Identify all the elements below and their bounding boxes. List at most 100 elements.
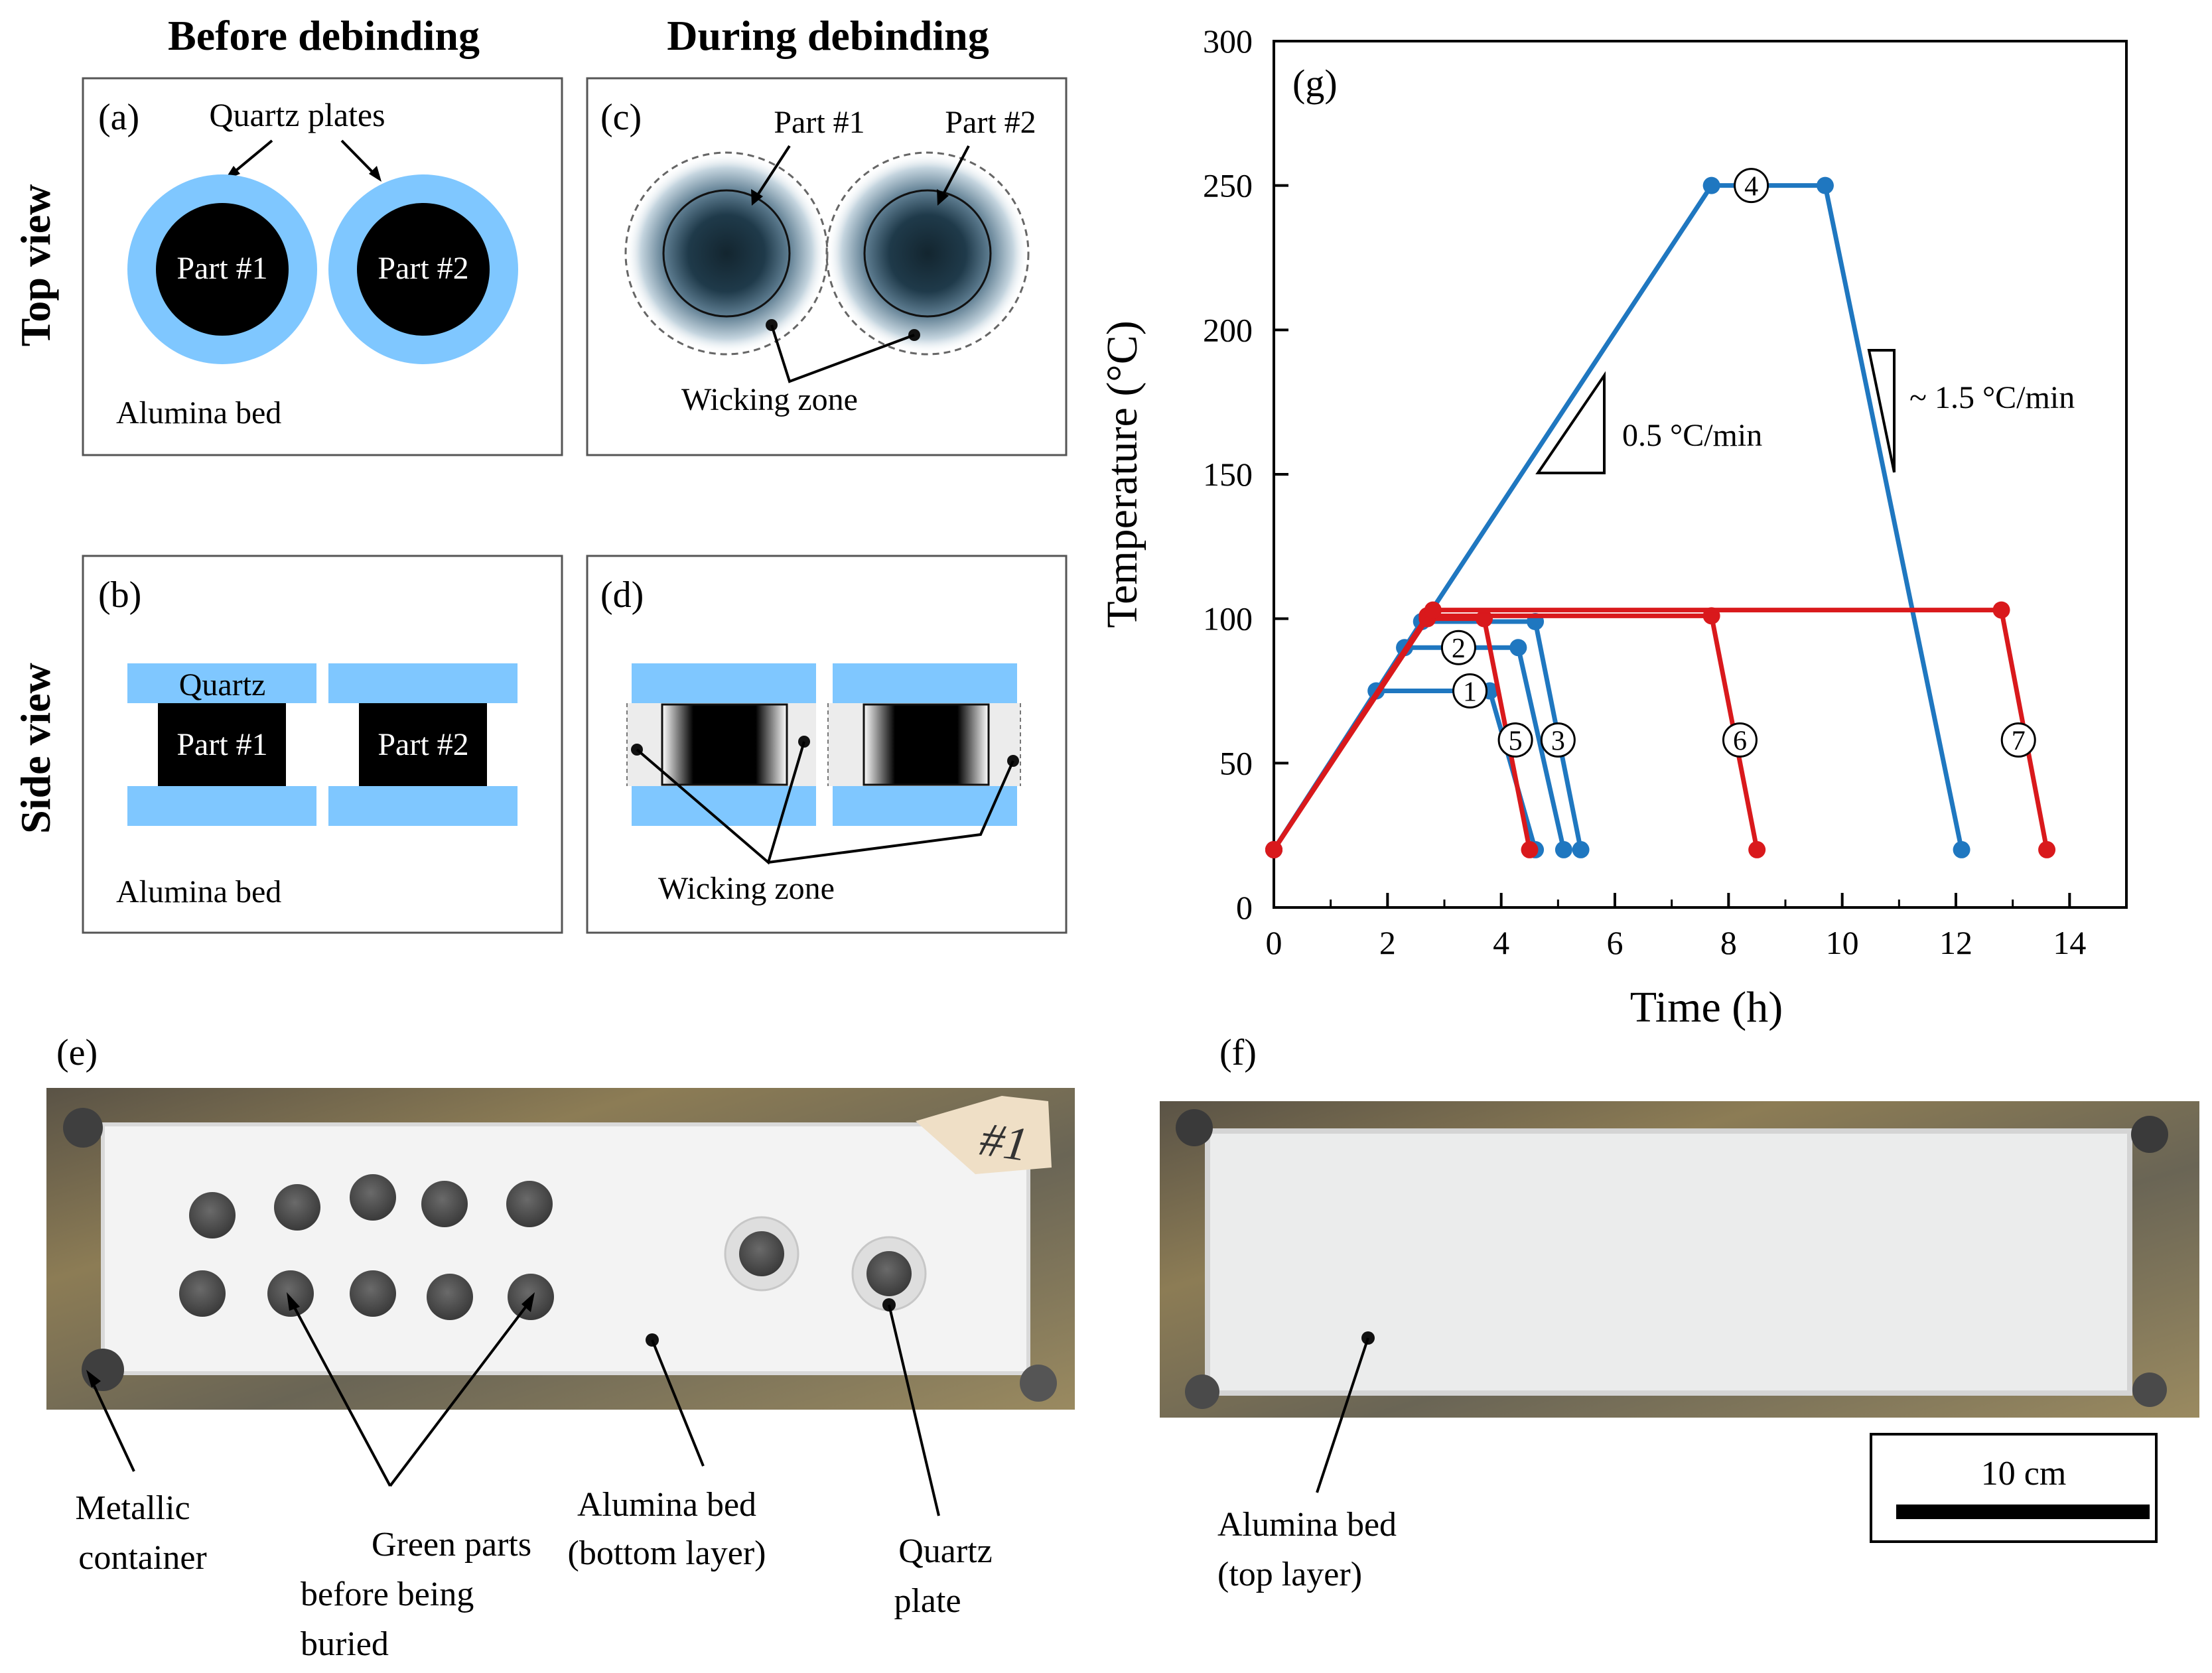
arrow-part-2 [939,145,970,200]
part-outline-1 [662,189,791,318]
quartz-bottom-2 [328,786,518,826]
quartz-top-2 [328,663,518,703]
series-line-7 [1272,608,2049,851]
alumina-bed-label-b: Alumina bed [116,874,281,909]
quartz-plate-label-2: plate [894,1582,961,1620]
series-label-circle-2 [1440,630,1476,665]
quartz-top-1 [127,663,316,703]
arrowhead-quartz-2 [369,166,381,182]
series-5-point-2 [1475,610,1493,628]
wicking-leader-c [770,324,915,383]
green-part-puck [350,1174,396,1221]
series-line-4 [1272,183,1964,851]
plot-frame [1273,40,2128,909]
quartz-label-b: Quartz [179,667,266,703]
part-2-label-b: Part #2 [378,727,468,762]
header-before: Before debinding [168,12,480,59]
series-label-circle-6 [1722,722,1758,758]
series-label-circle-4 [1734,168,1769,204]
series-line-1 [1272,689,1538,851]
cooling-rate-triangle [1867,349,1896,473]
panel-b-letter: (b) [98,574,141,616]
metallic-container-label-2: container [78,1539,206,1577]
panel-f: (f) Alumina bed (top layer) 10 cm [1160,1032,2199,1593]
part-1-label-b: Part #1 [176,727,267,762]
y-tick-label-150: 150 [1203,456,1253,493]
quartz-plate-label: Quartz [898,1532,992,1570]
series-7-point-2 [1992,601,2010,619]
series-label-circle-3 [1540,722,1576,758]
series-2-point-2 [1509,639,1527,657]
series-3-point-3 [1572,840,1590,858]
heating-rate-label: 0.5 °C/min [1622,418,1762,453]
arrowhead-part-2 [937,189,949,206]
y-tick-label-300: 300 [1203,23,1253,60]
x-tick-label-10: 10 [1826,924,1859,961]
y-axis-label: Temperature (°C) [1098,320,1146,628]
part-2-wicked [863,703,990,786]
panel-a-letter: (a) [98,97,139,138]
part-1-label-c: Part #1 [774,105,864,140]
green-part-puck [427,1274,473,1320]
green-parts-label-3: buried [301,1625,389,1663]
alumina-bed-top [1208,1131,2130,1393]
wicking-label-c: Wicking zone [681,382,858,417]
series-7-point-1 [1424,601,1442,619]
x-axis-label: Time (h) [1630,983,1783,1032]
series-4-point-2 [1816,176,1834,194]
alumina-bed-bottom-label: Alumina bed [577,1486,756,1524]
scale-bar-label: 10 cm [1981,1455,2067,1493]
series-label-7: 7 [2012,726,2026,757]
wicking-halo-2 [827,153,1028,354]
green-part-puck [274,1184,320,1231]
wicking-halo-1 [626,153,827,354]
series-4-point-3 [1953,840,1970,858]
scale-bar-box [1870,1433,2158,1543]
series-label-circle-7 [2000,722,2036,758]
alumina-bed-top-label: Alumina bed [1217,1506,1397,1544]
alumina-bed-top-label-2: (top layer) [1217,1556,1362,1593]
x-tick-label-8: 8 [1720,924,1737,961]
x-tick-label-12: 12 [1939,924,1972,961]
y-tick-label-200: 200 [1203,311,1253,348]
part-1-top [156,203,289,336]
wicking-label-d: Wicking zone [658,871,835,906]
series-line-3 [1272,619,1584,851]
wicking-boundary-2 [825,151,1030,356]
series-7-point-0 [1265,840,1282,858]
series-label-3: 3 [1551,726,1565,757]
green-part-7 [866,1251,912,1296]
panel-f-letter: (f) [1219,1032,1257,1073]
part-2-label-c: Part #2 [945,105,1036,140]
quartz-top-d1 [632,663,816,703]
series-4-point-1 [1702,176,1720,194]
x-tick-label-14: 14 [2053,924,2086,961]
y-tick-label-50: 50 [1219,744,1253,781]
tag-paper [916,1096,1052,1174]
chart-letter: (g) [1292,62,1338,105]
series-label-2: 2 [1452,634,1466,664]
green-part-puck [421,1181,468,1227]
header-side-view: Side view [12,663,59,834]
part-1-side [158,703,286,786]
series-label-6: 6 [1733,726,1747,757]
series-7-point-3 [2038,840,2056,858]
green-part-puck [267,1270,314,1317]
green-part-6 [739,1231,784,1276]
arrow-quartz-2 [340,139,378,178]
panel-d: (d) Wicking zone [586,555,1068,934]
series-label-circle-5 [1497,722,1533,758]
panel-a: (a) Quartz plates Part #1 Part #2 Alumin… [82,77,563,456]
green-part-puck [350,1270,396,1317]
quartz-bottom-d2 [833,786,1017,826]
green-part-puck [189,1192,236,1238]
quartz-plates-label: Quartz plates [209,96,385,133]
series-label-1: 1 [1463,677,1477,708]
header-during: During debinding [667,12,989,59]
panel-e-letter: (e) [56,1032,98,1073]
part-2-top [357,203,490,336]
panel-d-letter: (d) [600,574,644,616]
